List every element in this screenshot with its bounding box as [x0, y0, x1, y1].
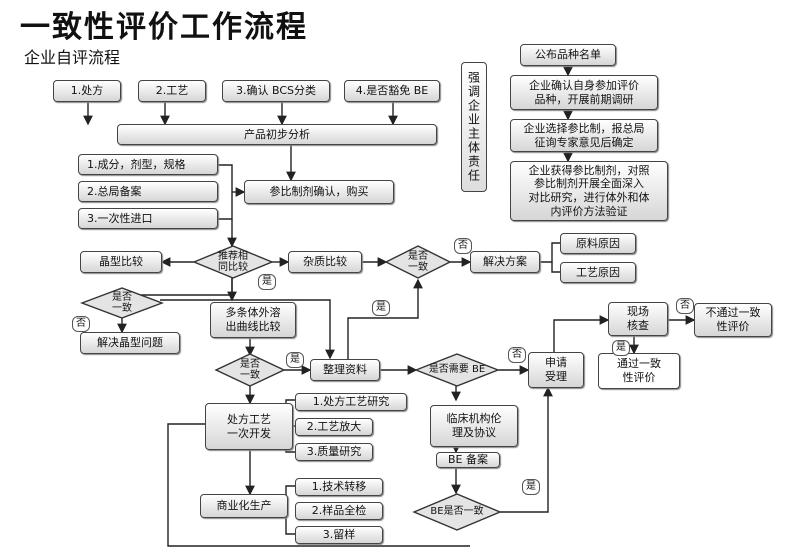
dissolution-box: 多条体外溶 出曲线比较: [210, 302, 296, 338]
impurity-box: 杂质比较: [288, 251, 362, 273]
scale-up-box: 2.工艺放大: [295, 418, 373, 436]
no-label: 否: [508, 347, 526, 363]
be-exempt-box: 4.是否豁免 BE: [344, 80, 440, 102]
pass-box: 通过一致 性评价: [598, 353, 680, 389]
craft-cause-box: 工艺原因: [560, 262, 636, 283]
consistent-diamond-3: 是否 一致: [240, 358, 260, 382]
solution-box: 解决方案: [470, 251, 540, 273]
yes-label: 是: [258, 274, 276, 290]
no-label: 否: [676, 298, 694, 314]
rx-dev-box: 处方工艺 一次开发: [205, 403, 293, 450]
import-box: 3.一次性进口: [78, 208, 218, 229]
rx-study-box: 1.处方工艺研究: [295, 393, 407, 411]
be-record-box: BE 备案: [436, 452, 500, 468]
sample-test-box: 2.样品全检: [295, 502, 383, 520]
yes-label: 是: [286, 352, 304, 368]
need-be-diamond: 是否需要 BE: [428, 364, 486, 376]
side-note: 强调企业主体责任: [461, 62, 487, 192]
solve-crystal-box: 解决晶型问题: [80, 332, 180, 354]
no-label: 否: [454, 238, 472, 254]
obtain-ref-box: 企业获得参比制剂，对照 参比制剂开展全面深入 对比研究，进行体外和体 内评价方法…: [510, 161, 668, 221]
filing-box: 2.总局备案: [78, 181, 218, 202]
commercial-box: 商业化生产: [200, 494, 288, 518]
recommend-diamond: 推荐相 同比较: [218, 250, 248, 274]
ref-confirm-box: 参比制剂确认，购买: [244, 180, 394, 204]
craft-box: 2.工艺: [138, 80, 206, 102]
apply-box: 申请 受理: [528, 352, 584, 388]
bcs-box: 3.确认 BCS分类: [222, 80, 330, 102]
yes-label: 是: [372, 300, 390, 316]
confirm-ref-box: 企业确认自身参加评价 品种，开展前期调研: [510, 75, 658, 110]
page-subtitle: 企业自评流程: [24, 48, 121, 67]
fail-box: 不通过一致 性评价: [694, 303, 772, 337]
inspection-box: 现场 核查: [608, 302, 668, 336]
initial-analysis-box: 产品初步分析: [117, 124, 437, 145]
retain-box: 3.留样: [295, 526, 383, 544]
yes-label: 是: [612, 340, 630, 356]
organize-box: 整理资料: [310, 359, 380, 381]
rx-box: 1.处方: [53, 80, 121, 102]
be-consistent-diamond: BE是否一致: [430, 506, 484, 518]
raw-cause-box: 原料原因: [560, 233, 636, 254]
choose-ref-box: 企业选择参比制，报总局 征询专家意见后确定: [510, 119, 658, 152]
crystal-box: 晶型比较: [80, 251, 162, 273]
page-title: 一致性评价工作流程: [20, 10, 308, 45]
consistent-diamond-1: 是否 一致: [408, 250, 428, 274]
composition-box: 1.成分，剂型，规格: [78, 154, 218, 175]
consistent-diamond-2: 是否 一致: [112, 291, 132, 315]
no-label: 否: [72, 316, 90, 332]
quality-box: 3.质量研究: [295, 443, 373, 461]
publish-box: 公布品种名单: [520, 44, 616, 66]
tech-transfer-box: 1.技术转移: [295, 478, 383, 496]
yes-label: 是: [522, 479, 540, 495]
clinical-box: 临床机构伦 理及协议: [430, 405, 518, 447]
